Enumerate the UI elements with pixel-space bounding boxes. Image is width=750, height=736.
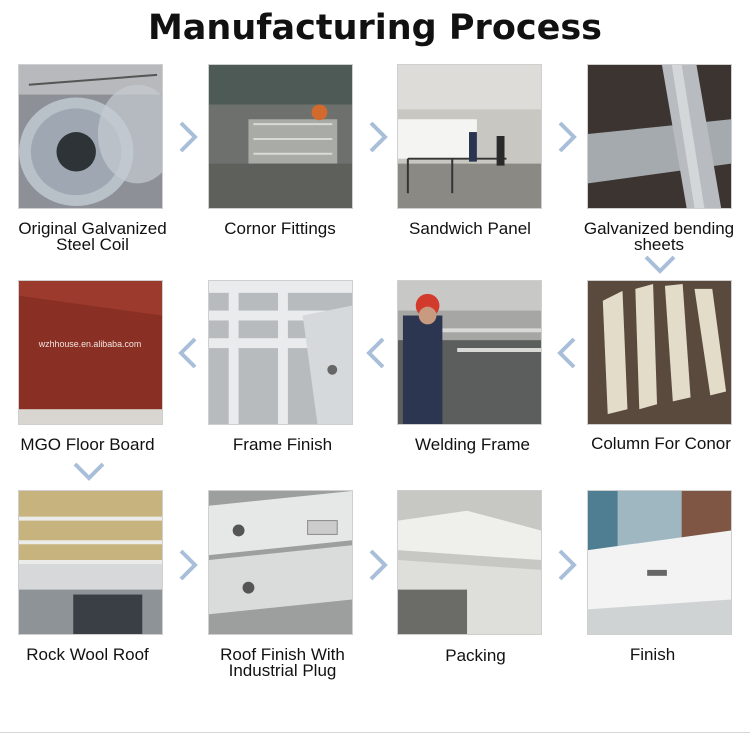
- chevron-left-icon: [554, 336, 580, 370]
- chevron-left-icon: [363, 336, 389, 370]
- chevron-down-icon: [72, 459, 106, 483]
- step-label-frame-finish: Frame Finish: [232, 435, 333, 454]
- step-label-finish: Finish: [629, 645, 676, 664]
- chevron-right-icon: [175, 120, 201, 154]
- finish-photo: [587, 490, 732, 635]
- chevron-down-icon: [643, 252, 677, 276]
- column-photo: [587, 280, 732, 425]
- step-label-sandwich-panel: Sandwich Panel: [409, 219, 531, 238]
- step-label-rock-wool-roof: Rock Wool Roof: [26, 645, 149, 664]
- step-label-mgo-floor-board: MGO Floor Board: [20, 435, 155, 454]
- step-label-packing: Packing: [445, 646, 506, 665]
- roof-finish-photo: [208, 490, 353, 635]
- chevron-right-icon: [365, 548, 391, 582]
- chevron-left-icon: [175, 336, 201, 370]
- step-label-welding-frame: Welding Frame: [415, 435, 530, 454]
- mgo-floor-board-photo: wzhhouse.en.alibaba.com: [18, 280, 163, 425]
- steel-coil-photo: [18, 64, 163, 209]
- rock-wool-roof-photo: [18, 490, 163, 635]
- page-title: Manufacturing Process: [147, 8, 603, 48]
- frame-finish-photo: [208, 280, 353, 425]
- packing-photo: [397, 490, 542, 635]
- step-label-column: Column For Conor: [591, 434, 731, 453]
- galvanized-sheets-photo: [587, 64, 732, 209]
- welding-frame-photo: [397, 280, 542, 425]
- bottom-divider: [0, 732, 750, 733]
- chevron-right-icon: [554, 120, 580, 154]
- chevron-right-icon: [175, 548, 201, 582]
- chevron-right-icon: [365, 120, 391, 154]
- chevron-right-icon: [554, 548, 580, 582]
- step-label-corner-fittings: Cornor Fittings: [224, 219, 336, 238]
- corner-fittings-photo: [208, 64, 353, 209]
- sandwich-panel-photo: [397, 64, 542, 209]
- mgo-watermark-text: wzhhouse.en.alibaba.com: [38, 339, 141, 349]
